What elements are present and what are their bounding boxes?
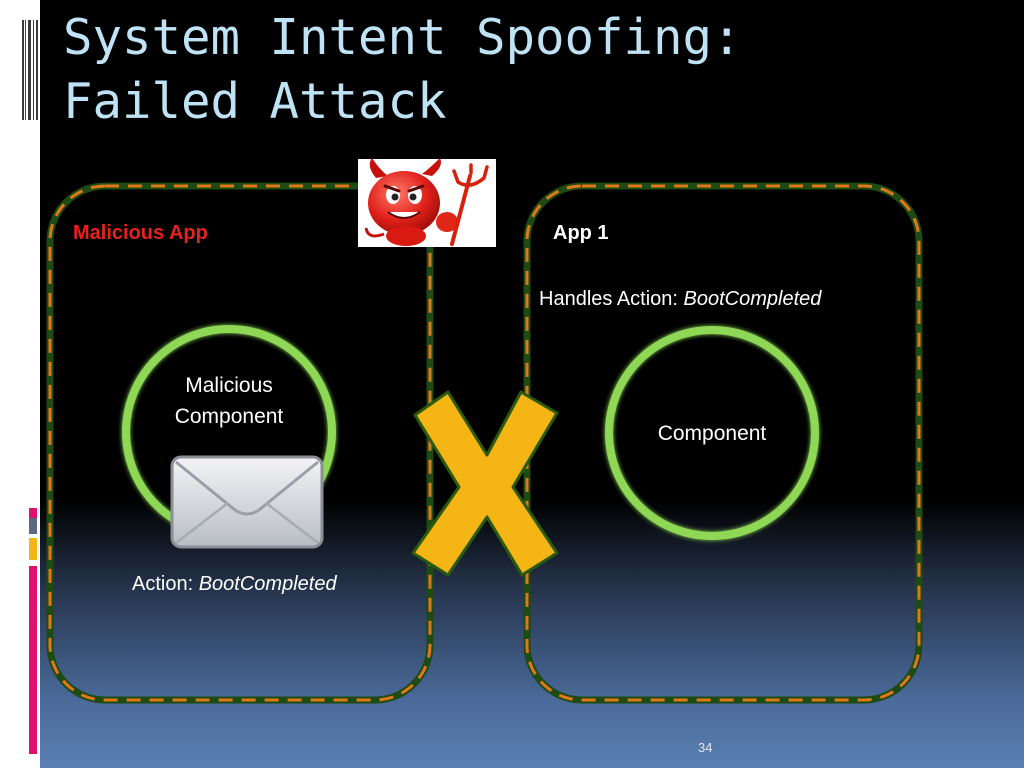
app1-label: App 1 (553, 222, 609, 244)
title-line-1: System Intent Spoofing: (63, 9, 742, 66)
side-bar-gray (29, 518, 37, 534)
side-bar-yellow (29, 538, 37, 560)
envelope-icon (170, 455, 324, 549)
handles-action-text: Handles Action: BootCompleted (539, 288, 821, 311)
slide-number: 34 (698, 740, 713, 755)
side-bar-pink-top (29, 508, 37, 518)
action-prefix: Action: (132, 573, 199, 595)
component-ring (605, 326, 819, 540)
malicious-app-container-border (48, 184, 432, 702)
malicious-component-label: Malicious Component (174, 374, 284, 428)
handles-action-prefix: Handles Action: (539, 288, 684, 310)
malicious-app-label: Malicious App (73, 222, 208, 244)
action-text: Action: BootCompleted (132, 573, 337, 596)
slide-title: System Intent Spoofing: Failed Attack (63, 6, 742, 134)
barcode-decoration (22, 20, 40, 120)
title-line-2: Failed Attack (63, 73, 447, 130)
devil-icon (358, 158, 496, 247)
handles-action-value: BootCompleted (683, 288, 822, 310)
action-value: BootCompleted (198, 573, 337, 595)
x-mark-icon (411, 390, 559, 577)
side-bar-pink (29, 566, 37, 754)
malicious-app-container (46, 182, 434, 704)
component-label: Component (657, 422, 767, 445)
slide (40, 0, 1024, 768)
